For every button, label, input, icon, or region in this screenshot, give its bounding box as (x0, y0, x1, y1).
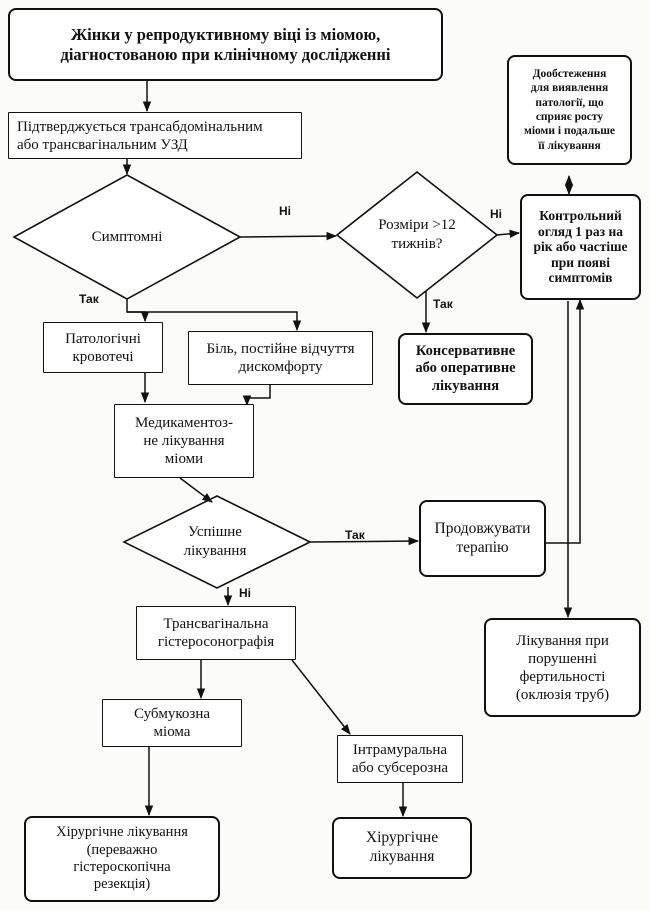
continue-node: Продовжувати терапію (419, 500, 546, 577)
arrow-sonography-intramural (291, 659, 351, 735)
success-diamond (122, 495, 312, 589)
size-decision: Розміри >12 тижнів? (378, 217, 456, 252)
arrow-success-continue (309, 536, 420, 546)
bleeding-node: Патологічні кровотечі (43, 322, 163, 373)
arrow-continue-followup (546, 298, 585, 544)
label-no-symptoms: Ні (279, 204, 291, 218)
sonography-node: Трансвагінальна гістеросонографія (136, 606, 296, 660)
followup-node: Контрольний огляд 1 раз на рік або часті… (520, 194, 641, 300)
pain-node: Біль, постійне відчуття дискомфорту (188, 331, 373, 385)
start-node: Жінки у репродуктивному віці із міомою, … (8, 8, 443, 81)
arrow-symptomatic-pain (127, 311, 302, 332)
confirm-node: Підтверджується трансабдомінальним або т… (8, 112, 302, 159)
conservative-node: Консервативне або оперативне лікування (398, 333, 533, 405)
arrow-symptomatic-size (239, 231, 338, 241)
intramural-node: Інтрамуральна або субсерозна (337, 735, 463, 783)
label-yes-success: Так (345, 528, 365, 542)
label-no-size: Ні (490, 207, 502, 221)
label-no-success: Ні (239, 586, 251, 600)
label-yes-symptoms: Так (79, 292, 99, 306)
symptomatic-decision: Симптомні (91, 228, 163, 245)
label-yes-size: Так (433, 297, 453, 311)
success-decision: Успішне лікування (183, 524, 247, 559)
arrow-symptomatic-bleeding (126, 299, 150, 323)
medication-node: Медикаментоз- не лікування міоми (114, 404, 254, 478)
size-diamond (335, 170, 499, 300)
surgery-node: Хірургічне лікування (332, 817, 472, 879)
surgery-hysteroscopic-node: Хірургічне лікування (переважно гістерос… (24, 816, 220, 902)
arrow-pain-medication (242, 385, 271, 407)
extra-exam-node: Дообстеження для виявлення патології, що… (507, 55, 632, 165)
arrow-medication-success (179, 477, 213, 503)
submucous-node: Субмукозна міома (102, 699, 242, 747)
arrow-size-followup (496, 229, 521, 239)
fertility-node: Лікування при порушенні фертильності (ок… (484, 618, 641, 717)
